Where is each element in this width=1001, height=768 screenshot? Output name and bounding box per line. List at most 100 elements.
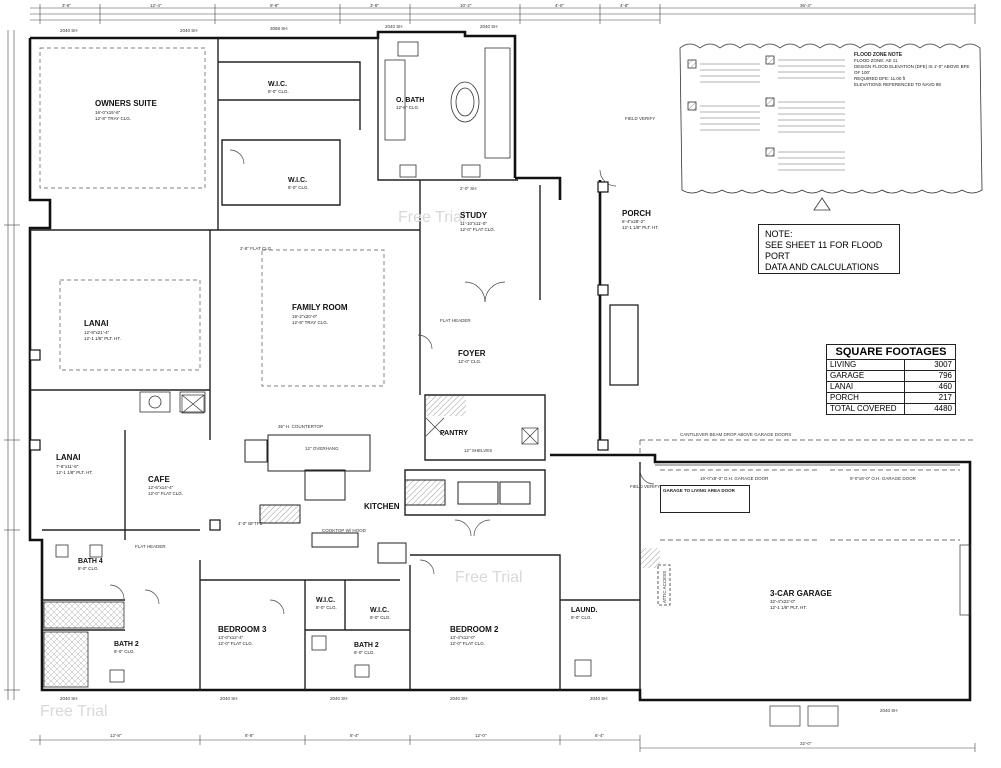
svg-text:2040 SH: 2040 SH xyxy=(180,28,198,33)
room-lanai-2: LANAI xyxy=(56,453,80,462)
svg-text:12'-0" CLG.: 12'-0" CLG. xyxy=(458,359,481,364)
garage-door-a-callout: 16'-0"x8'-0" O.H. GARAGE DOOR xyxy=(700,476,769,481)
svg-text:ATTIC ACCESS: ATTIC ACCESS xyxy=(662,571,667,603)
svg-text:6'-4": 6'-4" xyxy=(595,733,604,738)
svg-text:4'-0": 4'-0" xyxy=(555,3,564,8)
svg-text:12'-8" TRAY CLG.: 12'-8" TRAY CLG. xyxy=(292,320,328,325)
svg-text:12'-8" TRAY CLG.: 12'-8" TRAY CLG. xyxy=(95,116,131,121)
svg-text:12'-0" FLAT CLG.: 12'-0" FLAT CLG. xyxy=(460,227,495,232)
bottom-dimension-string xyxy=(30,735,976,752)
garage-slab-marks xyxy=(655,464,971,727)
svg-text:8'-0" CLG.: 8'-0" CLG. xyxy=(78,566,99,571)
cantilever-callout: CANTILEVER BEAM DROP ABOVE GARAGE DOORS xyxy=(680,432,791,437)
svg-text:4'-0" BFTFB: 4'-0" BFTFB xyxy=(238,521,262,526)
shower-tile-areas xyxy=(43,601,125,688)
svg-text:3'-8": 3'-8" xyxy=(370,3,379,8)
svg-text:8'-0" CLG.: 8'-0" CLG. xyxy=(571,615,592,620)
room-garage: 3-CAR GARAGE xyxy=(770,589,832,598)
svg-text:36'-4": 36'-4" xyxy=(800,3,812,8)
svg-text:2'-0" SH: 2'-0" SH xyxy=(460,186,476,191)
svg-text:16'-0"x15'-6": 16'-0"x15'-6" xyxy=(95,110,121,115)
flood-note-title: FLOOD ZONE NOTE xyxy=(854,52,903,58)
flood-note-required: REQUIRED DFE: 11.00 ft xyxy=(854,76,906,81)
room-wic-2: W.I.C. xyxy=(288,177,307,184)
svg-text:2040 SH: 2040 SH xyxy=(60,696,78,701)
pantry-shelf-callout: 12" SHELVES xyxy=(464,448,492,453)
svg-text:11'-10"x11'-0": 11'-10"x11'-0" xyxy=(460,221,487,226)
svg-text:32'-0": 32'-0" xyxy=(800,741,812,746)
bottom-dimension-labels: 12'-8"8'-8"8'-4" 12'-0"6'-4"32'-0" xyxy=(110,733,812,746)
svg-text:10'-2": 10'-2" xyxy=(460,3,472,8)
svg-text:12'-0": 12'-0" xyxy=(475,733,487,738)
owners-suite-details xyxy=(39,47,385,387)
room-bath-4: BATH 4 xyxy=(78,558,103,565)
garage-door-b-callout: 9'-0"x8'-0" O.H. GARAGE DOOR xyxy=(850,476,917,481)
svg-text:3'-6": 3'-6" xyxy=(62,3,71,8)
room-labels: OWNERS SUITE 16'-0"x15'-6" 12'-8" TRAY C… xyxy=(56,81,832,655)
stairs-hatch xyxy=(426,396,660,568)
svg-text:8'-0" CLG.: 8'-0" CLG. xyxy=(354,650,375,655)
callout-labels: 36" H. COUNTERTOP 12" OVERHANG COOKTOP W… xyxy=(278,318,917,533)
flood-note-zone: FLOOD ZONE: AE 11 xyxy=(854,58,898,63)
svg-text:12'-0" CLG.: 12'-0" CLG. xyxy=(396,105,419,110)
room-owners-suite: OWNERS SUITE xyxy=(95,99,157,108)
svg-text:8'-0" CLG.: 8'-0" CLG. xyxy=(114,649,135,654)
note-line-2: SEE SHEET 11 FOR FLOOD PORT xyxy=(765,240,883,261)
room-family-room: FAMILY ROOM xyxy=(292,303,348,312)
svg-text:12'-0" FLAT CLG.: 12'-0" FLAT CLG. xyxy=(218,641,253,646)
room-kitchen: KITCHEN xyxy=(364,502,400,511)
room-wic-3: W.I.C. xyxy=(316,597,335,604)
svg-text:2040 SH: 2040 SH xyxy=(450,696,468,701)
room-o-bath: O. BATH xyxy=(396,97,424,104)
svg-text:7'-8"x11'-6": 7'-8"x11'-6" xyxy=(56,464,79,469)
svg-text:12'-8"x21'-4": 12'-8"x21'-4" xyxy=(84,330,110,335)
svg-text:FIELD VERIFY: FIELD VERIFY xyxy=(625,116,655,121)
svg-text:8'-0" CLG.: 8'-0" CLG. xyxy=(370,615,391,620)
flat-header-callout: FLAT HEADER xyxy=(440,318,471,323)
room-wic-4: W.I.C. xyxy=(370,607,389,614)
watermark-2: Free Trial xyxy=(455,569,523,586)
svg-text:9'-8": 9'-8" xyxy=(270,3,279,8)
interior-walls xyxy=(30,38,641,690)
top-dimension-labels: 3'-6"12'-4"9'-8" 3'-8"10'-2"4'-0" 4'-8"3… xyxy=(62,3,812,8)
flood-note-design: DESIGN FLOOD ELEVATION (DFE) IS 1'-0" AB… xyxy=(854,64,970,75)
svg-text:8'-0" CLG.: 8'-0" CLG. xyxy=(316,605,337,610)
room-study: STUDY xyxy=(460,211,488,220)
svg-text:2'-8" FLAT CLG.: 2'-8" FLAT CLG. xyxy=(240,246,273,251)
room-bedroom-2: BEDROOM 2 xyxy=(450,625,499,634)
svg-text:12'-4": 12'-4" xyxy=(150,3,162,8)
room-laund: LAUND. xyxy=(571,607,597,614)
kitchen-island xyxy=(244,434,531,564)
svg-text:12'-1 1/8" PLT. HT.: 12'-1 1/8" PLT. HT. xyxy=(622,225,659,230)
room-porch: PORCH xyxy=(622,209,651,218)
garage-living-door-note: GARAGE TO LIVING AREA DOOR xyxy=(660,485,750,513)
svg-text:2040 SH: 2040 SH xyxy=(220,696,238,701)
svg-text:13'-0"x12'-4": 13'-0"x12'-4" xyxy=(218,635,244,640)
room-pantry: PANTRY xyxy=(440,430,468,437)
room-cafe: CAFE xyxy=(148,475,170,484)
garage-doors xyxy=(639,439,975,541)
svg-text:FIELD VERIFY: FIELD VERIFY xyxy=(630,484,660,489)
svg-text:12'-0" FLAT CLG.: 12'-0" FLAT CLG. xyxy=(148,491,183,496)
cooktop-callout: COOKTOP W/ HOOD xyxy=(322,528,367,533)
watermark-3: Free Trial xyxy=(40,703,108,720)
svg-text:32'-4"x22'-0": 32'-4"x22'-0" xyxy=(770,599,796,604)
room-bedroom-3: BEDROOM 3 xyxy=(218,625,267,634)
svg-text:2040 SH: 2040 SH xyxy=(880,708,898,713)
svg-text:13'-4"x12'-0": 13'-4"x12'-0" xyxy=(450,635,476,640)
svg-text:2040 SH: 2040 SH xyxy=(480,24,498,29)
svg-text:6'-4"x28'-2": 6'-4"x28'-2" xyxy=(622,219,645,224)
svg-text:12'-0" FLAT CLG.: 12'-0" FLAT CLG. xyxy=(450,641,485,646)
bathroom-fixtures xyxy=(55,41,592,683)
svg-text:12'-1 1/8" PLT. HT.: 12'-1 1/8" PLT. HT. xyxy=(770,605,807,610)
chase-symbols xyxy=(181,394,539,445)
flood-zone-note: FLOOD ZONE NOTE FLOOD ZONE: AE 11 DESIGN… xyxy=(854,52,976,88)
svg-text:8'-0" CLG.: 8'-0" CLG. xyxy=(288,185,309,190)
svg-text:12'-1 1/8" PLT. HT.: 12'-1 1/8" PLT. HT. xyxy=(84,336,121,341)
